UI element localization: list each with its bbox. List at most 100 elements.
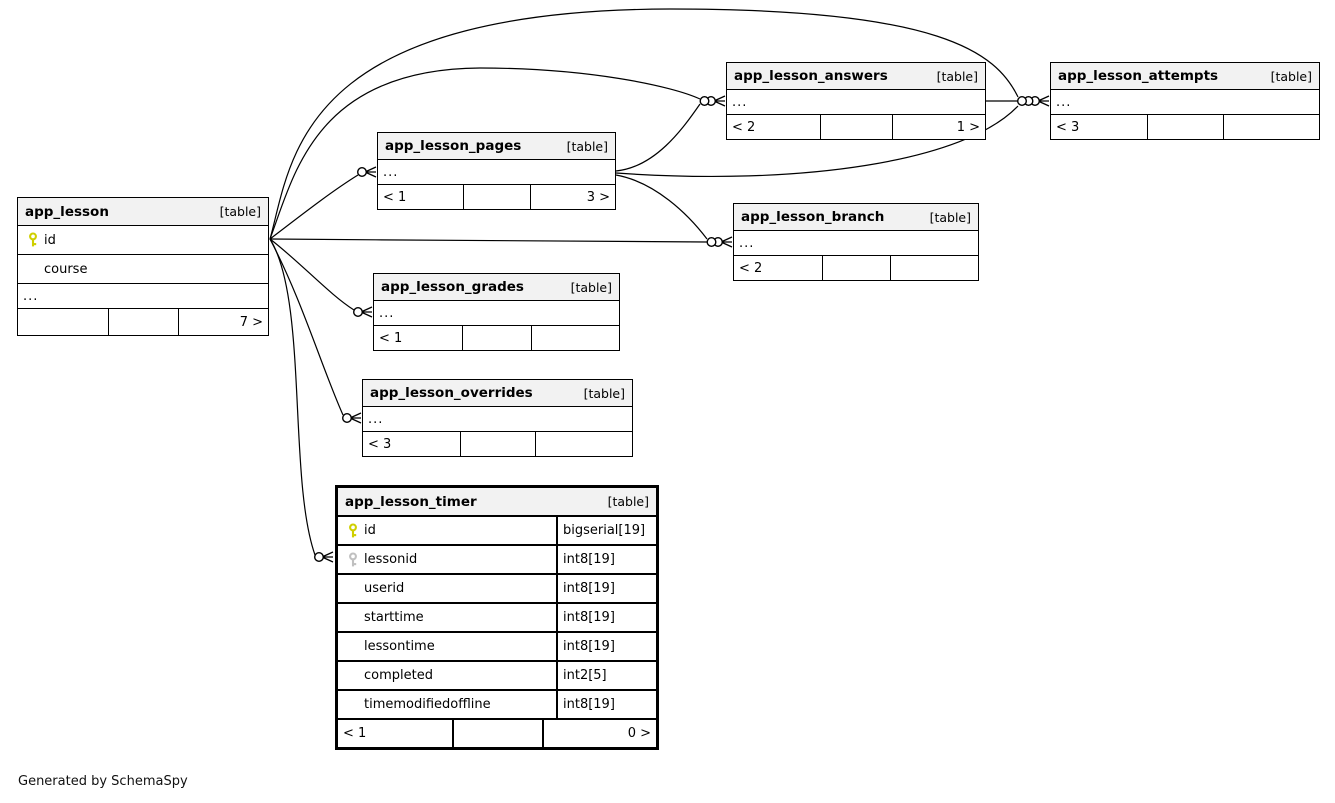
table-type-label: [table] <box>570 279 612 295</box>
children-count: 3 > <box>529 185 615 209</box>
crow-foot-marker <box>353 306 373 318</box>
table-title[interactable]: app_lesson_branch <box>741 209 885 225</box>
crow-foot-marker <box>1017 95 1050 107</box>
primary-key-icon <box>349 522 357 537</box>
column-name: lessontime <box>364 639 435 654</box>
relationship-edge-app_lesson-to-app_lesson_branch <box>269 238 708 243</box>
column-row: id <box>18 226 268 255</box>
crow-foot-marker <box>342 412 362 424</box>
table-footer: < 1 <box>374 326 619 350</box>
relationship-edge-app_lesson-to-app_lesson_timer <box>269 238 316 556</box>
table-footer: < 1 3 > <box>378 185 615 209</box>
table-title[interactable]: app_lesson <box>25 203 109 220</box>
parents-count: < 2 <box>739 260 763 276</box>
table-header: app_lesson_branch [table] <box>734 204 978 231</box>
table-title[interactable]: app_lesson_overrides <box>370 385 533 401</box>
column-name: timemodifiedoffline <box>364 697 491 712</box>
column-main: completed <box>338 662 556 689</box>
table-footer: 7 > <box>18 309 268 335</box>
children-count <box>1222 115 1320 139</box>
footer-spacer <box>459 432 535 456</box>
column-name: completed <box>364 668 433 683</box>
column-type: int2[5] <box>556 662 656 689</box>
table-header: app_lesson_overrides [table] <box>363 380 632 407</box>
children-count: 0 > <box>541 720 657 747</box>
key-icon-slot <box>24 232 42 248</box>
children-count: 7 > <box>178 309 268 335</box>
relationship-edge-app_lesson_pages-to-app_lesson_branch <box>615 174 708 240</box>
column-main: timemodifiedoffline <box>338 691 556 718</box>
table-type-label: [table] <box>1270 68 1312 84</box>
column-name: starttime <box>364 610 424 625</box>
crow-foot-marker <box>699 95 726 107</box>
more-columns-ellipsis: ... <box>374 301 619 326</box>
column-row: id bigserial[19] <box>338 517 656 546</box>
footer-spacer <box>819 115 892 139</box>
more-columns-ellipsis: ... <box>378 160 615 185</box>
table-footer: < 2 1 > <box>727 115 985 139</box>
table-node-app_lesson_overrides[interactable]: app_lesson_overrides [table] ... < 3 <box>362 379 633 457</box>
table-title[interactable]: app_lesson_grades <box>381 279 524 295</box>
crow-foot-marker <box>357 166 377 178</box>
column-row: userid int8[19] <box>338 575 656 604</box>
column-name: lessonid <box>364 552 418 567</box>
children-count <box>535 432 632 456</box>
relationship-edge-app_lesson-to-app_lesson_grades <box>269 238 355 311</box>
children-count <box>530 326 619 350</box>
table-header: app_lesson_timer [table] <box>338 488 656 517</box>
table-header: app_lesson_grades [table] <box>374 274 619 301</box>
crow-foot-marker <box>706 236 733 248</box>
relationship-edge-app_lesson-to-app_lesson_overrides <box>269 238 344 416</box>
column-name: course <box>44 261 88 277</box>
table-node-app_lesson_grades[interactable]: app_lesson_grades [table] ... < 1 <box>373 273 620 351</box>
table-title[interactable]: app_lesson_attempts <box>1058 68 1219 84</box>
parents-count: < 3 <box>1056 119 1080 135</box>
column-row: lessontime int8[19] <box>338 633 656 662</box>
table-footer: < 3 <box>363 432 632 456</box>
foreign-key-icon <box>349 551 357 566</box>
more-columns-ellipsis: ... <box>1051 90 1319 115</box>
column-row: lessonid int8[19] <box>338 546 656 575</box>
column-name: id <box>364 523 376 538</box>
parents-count: < 3 <box>368 436 392 452</box>
table-node-app_lesson[interactable]: app_lesson [table] id course ... 7 > <box>17 197 269 336</box>
table-node-app_lesson_attempts[interactable]: app_lesson_attempts [table] ... < 3 <box>1050 62 1320 140</box>
column-row: completed int2[5] <box>338 662 656 691</box>
footer-spacer <box>463 185 529 209</box>
column-main: lessontime <box>338 633 556 660</box>
table-footer: < 3 <box>1051 115 1319 139</box>
children-count <box>890 256 978 280</box>
column-type: int8[19] <box>556 546 656 573</box>
table-type-label: [table] <box>929 209 971 225</box>
more-columns-ellipsis: ... <box>734 231 978 256</box>
footer-spacer <box>462 326 531 350</box>
table-type-label: [table] <box>566 138 608 154</box>
footer-spacer <box>108 309 178 335</box>
table-footer: < 2 <box>734 256 978 280</box>
table-title[interactable]: app_lesson_timer <box>345 493 477 510</box>
parents-count <box>18 309 108 335</box>
parents-count: < 1 <box>379 330 403 346</box>
column-type: int8[19] <box>556 604 656 631</box>
parents-count: < 1 <box>383 189 407 205</box>
table-title[interactable]: app_lesson_pages <box>385 138 522 154</box>
more-columns-ellipsis: ... <box>363 407 632 432</box>
table-header: app_lesson_pages [table] <box>378 133 615 160</box>
column-type: bigserial[19] <box>556 517 656 544</box>
column-type: int8[19] <box>556 633 656 660</box>
table-header: app_lesson_attempts [table] <box>1051 63 1319 90</box>
table-type-label: [table] <box>583 385 625 401</box>
footer-spacer <box>452 720 541 747</box>
column-name: id <box>44 232 56 248</box>
column-name: userid <box>364 581 405 596</box>
table-node-app_lesson_branch[interactable]: app_lesson_branch [table] ... < 2 <box>733 203 979 281</box>
key-icon-slot <box>344 551 362 568</box>
table-type-label: [table] <box>936 68 978 84</box>
more-columns-ellipsis: ... <box>727 90 985 115</box>
table-title[interactable]: app_lesson_answers <box>734 68 888 84</box>
column-main: lessonid <box>338 546 556 573</box>
table-node-app_lesson_answers[interactable]: app_lesson_answers [table] ... < 2 1 > <box>726 62 986 140</box>
table-node-app_lesson_pages[interactable]: app_lesson_pages [table] ... < 1 3 > <box>377 132 616 210</box>
column-type: int8[19] <box>556 691 656 718</box>
table-node-app_lesson_timer[interactable]: app_lesson_timer [table] id bigserial[19… <box>335 485 659 750</box>
